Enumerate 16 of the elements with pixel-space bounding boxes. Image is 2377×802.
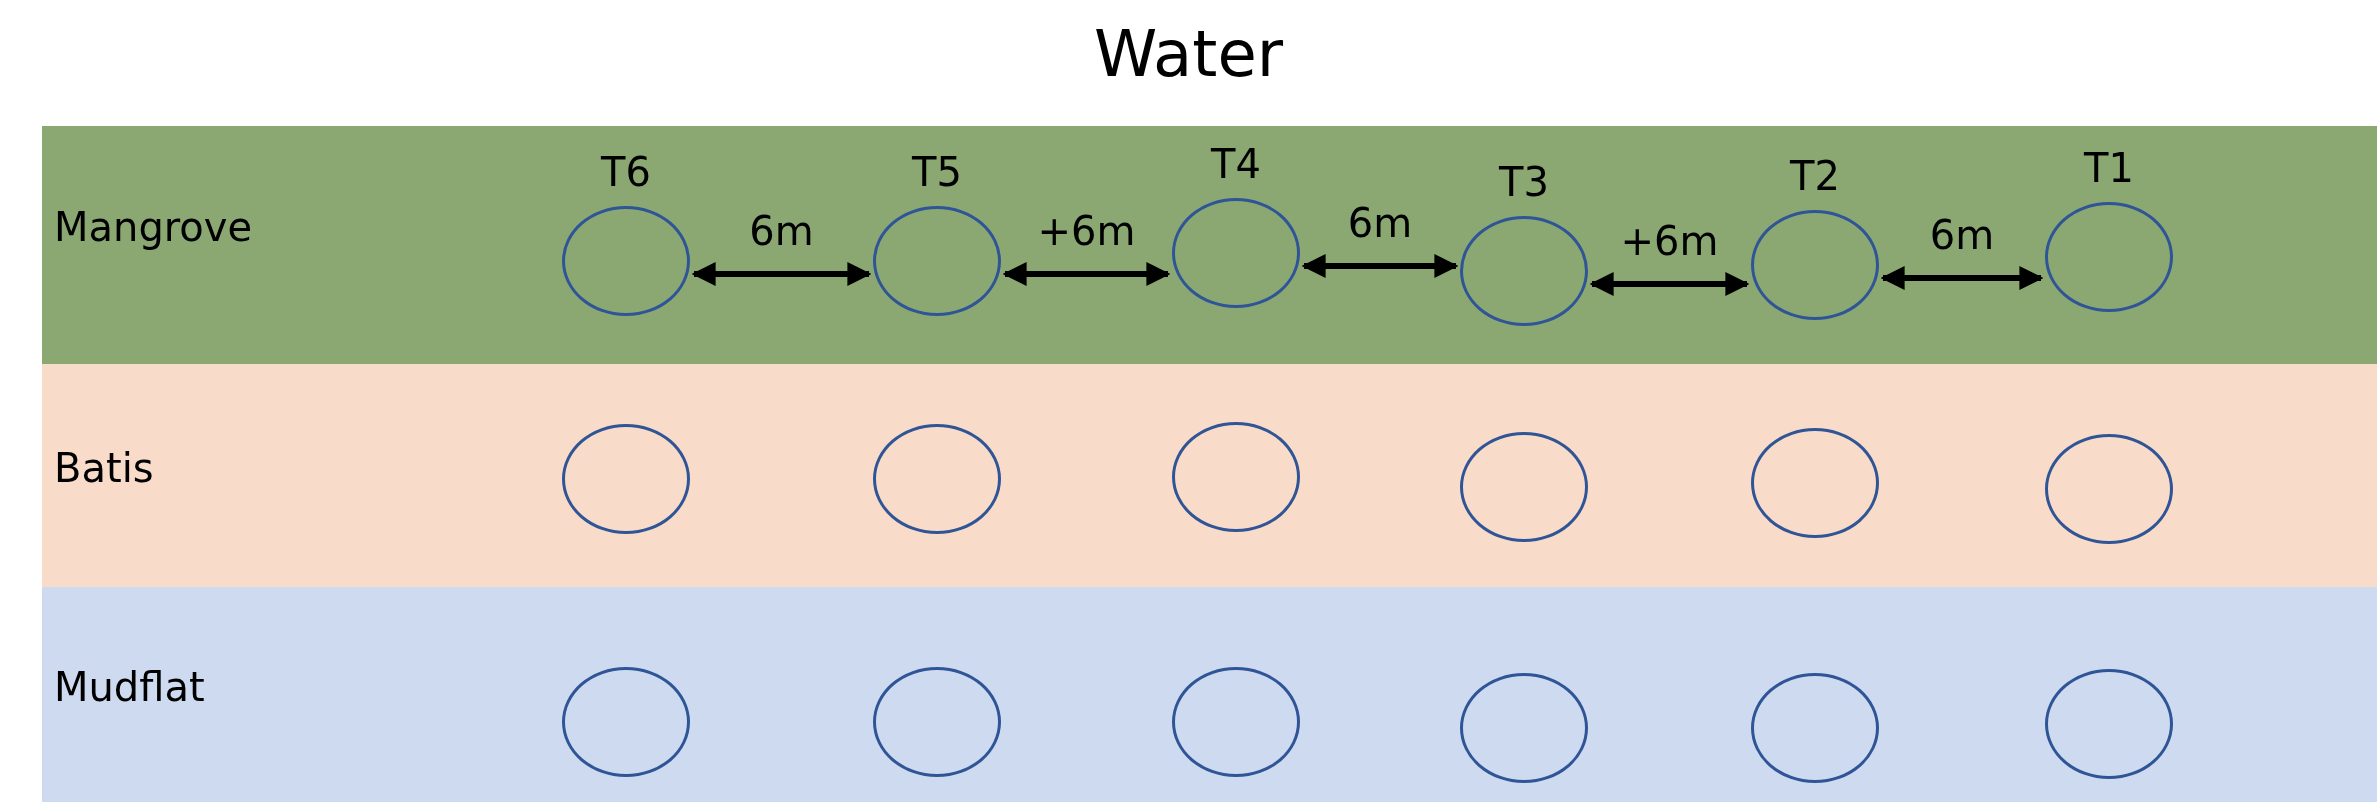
distance-arrow [1880,266,2044,290]
zone-band [42,587,2377,802]
zone-band [42,364,2377,587]
distance-arrow [1301,254,1459,278]
zone-band [42,126,2377,364]
distance-arrow [1002,262,1171,286]
transect-label: T6 [601,152,651,192]
transect-label: T1 [2084,148,2134,188]
transect-label: T4 [1211,144,1261,184]
transect-label: T2 [1790,156,1840,196]
zone-label: Mudflat [54,666,205,707]
zone-label: Batis [54,447,154,488]
distance-arrow [691,262,872,286]
transect-label: T5 [912,152,962,192]
diagram-title: Water [1092,22,1285,86]
transect-label: T3 [1499,162,1549,202]
